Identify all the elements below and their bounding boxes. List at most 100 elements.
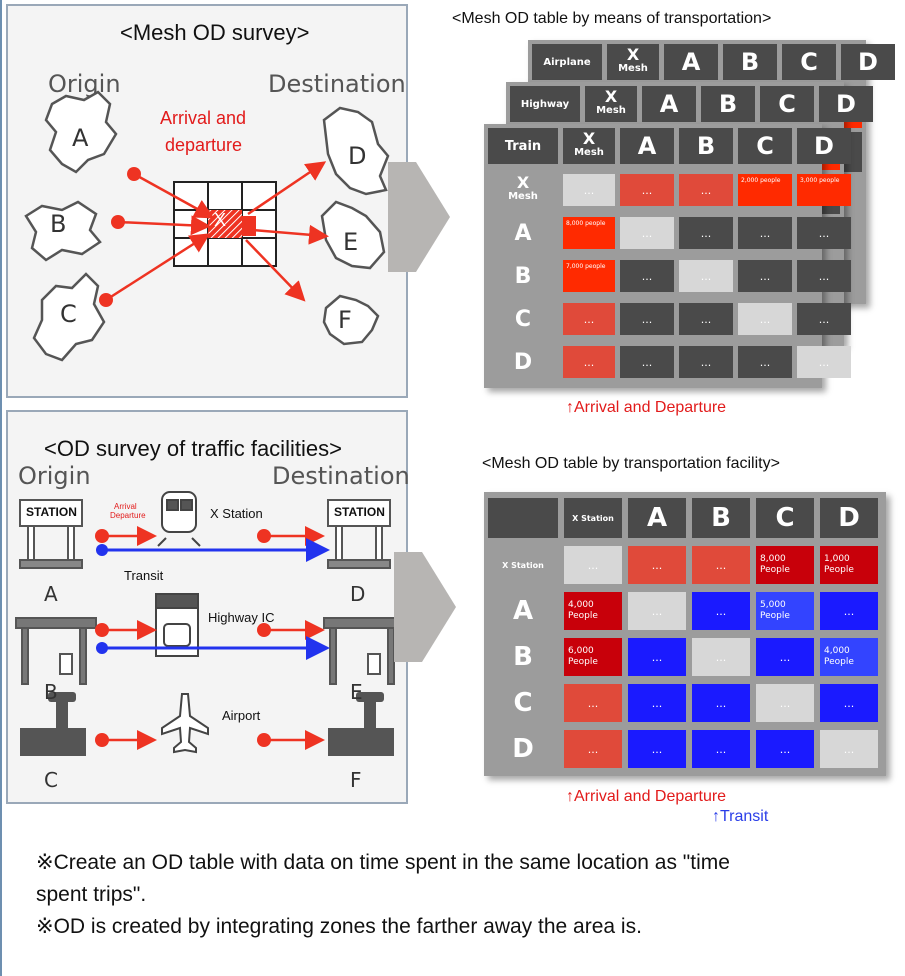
facility-cell: ... (628, 546, 686, 584)
zone-f-shape (322, 294, 380, 346)
facility-cell: ... (692, 546, 750, 584)
highway-ic-label: Highway IC (208, 610, 275, 625)
facility-cell: ... (692, 592, 750, 630)
mode-cell: ... (563, 303, 615, 335)
facility-cell: ... (628, 730, 686, 768)
facility-cell: 4,000 People (820, 638, 878, 676)
facility-cell: 8,000 People (756, 546, 814, 584)
facility-letter-a: A (44, 582, 58, 606)
mesh-survey-title: <Mesh OD survey> (120, 20, 310, 45)
zone-e-shape (320, 200, 386, 270)
facility-row-b: B (488, 638, 558, 676)
row-header-d: D (488, 342, 558, 382)
mode-cell: 3,000 people (797, 174, 851, 206)
facility-cell: ... (564, 730, 622, 768)
mode-cell: ... (620, 174, 674, 206)
mode-cell: ... (738, 260, 792, 292)
zone-f-letter: F (338, 306, 352, 334)
facility-cell: ... (820, 592, 878, 630)
mode-table-title: <Mesh OD table by means of transportatio… (452, 10, 772, 27)
airport-f-icon (328, 692, 394, 756)
facility-table-title: <Mesh OD table by transportation facilit… (482, 455, 780, 472)
zone-d-shape (322, 106, 390, 196)
mode-cell: ... (738, 346, 792, 378)
facility-row-d: D (488, 730, 558, 768)
facility-letter-d: D (350, 582, 366, 606)
note-line-2: spent trips". (36, 883, 147, 906)
zone-a-letter: A (72, 124, 89, 152)
mesh-arrival-label: Arrival and (160, 108, 247, 128)
station-a-icon (19, 499, 83, 569)
zone-c-shape (32, 272, 106, 362)
facility-cell: ... (820, 730, 878, 768)
mode-cell: ... (738, 217, 792, 249)
airport-label: Airport (222, 708, 261, 723)
facility-letter-b: B (44, 680, 58, 704)
col-header-d: D (797, 128, 851, 164)
zone-b-letter: B (50, 210, 67, 238)
mode-layer-label: Highway (510, 86, 580, 122)
mesh-col-x: X (582, 129, 596, 148)
mode-cell: ... (620, 346, 674, 378)
mesh-col-sub: Mesh (596, 105, 626, 116)
flow-chevron-top (388, 162, 450, 272)
small-arrival-label: Arrival (114, 502, 137, 511)
row-mesh-sub: Mesh (508, 191, 538, 202)
facility-row-a: A (488, 592, 558, 630)
col-header-c: C (760, 86, 814, 122)
facility-cell: ... (692, 684, 750, 722)
mesh-destination-label: Destination (268, 70, 406, 98)
col-header-d: D (819, 86, 873, 122)
highway-ic-left-icon (15, 617, 97, 685)
airplane-icon (161, 693, 209, 754)
airport-c-icon (20, 692, 86, 756)
row-mesh-x: X (516, 173, 530, 192)
mode-layer-label: Airplane (532, 44, 602, 80)
col-header-b: B (679, 128, 733, 164)
facility-corner-cell (488, 498, 558, 538)
mode-cell: ... (679, 260, 733, 292)
facility-col-b: B (692, 498, 750, 538)
facility-cell: ... (820, 684, 878, 722)
highway-ic-right-icon (323, 617, 404, 685)
mode-cell: ... (797, 346, 851, 378)
mesh-col-sub: Mesh (574, 147, 604, 158)
mode-cell: 2,000 people (738, 174, 792, 206)
facility-survey-diagram (15, 491, 404, 756)
facility-cell: ... (628, 592, 686, 630)
facility-letter-f: F (350, 768, 362, 792)
facility-cell: ... (756, 684, 814, 722)
facility-cell: ... (564, 546, 622, 584)
mode-cell: ... (679, 346, 733, 378)
page-left-border (0, 0, 2, 976)
mesh-origin-label: Origin (48, 70, 121, 98)
facility-letter-c: C (44, 768, 58, 792)
facility-cell: 4,000 People (564, 592, 622, 630)
station-sign-d: STATION (334, 505, 385, 519)
mode-cell: ... (679, 303, 733, 335)
mesh-x-label: X (214, 210, 227, 230)
mode-table-caption: ↑Arrival and Departure (566, 399, 727, 416)
train-icon (157, 491, 201, 547)
mode-cell: ... (797, 260, 851, 292)
mesh-survey-diagram (24, 90, 390, 362)
mode-cell: ... (620, 303, 674, 335)
facility-caption-transit: ↑Transit (712, 808, 769, 825)
facility-cell: ... (692, 638, 750, 676)
mode-cell: ... (620, 217, 674, 249)
facility-destination-label: Destination (272, 462, 410, 490)
col-header-c: C (782, 44, 836, 80)
mode-cell: ... (563, 346, 615, 378)
facility-cell: 1,000 People (820, 546, 878, 584)
row-header-a: A (488, 213, 558, 253)
facility-cell: ... (628, 638, 686, 676)
zone-e-letter: E (343, 228, 359, 256)
facility-cell: 6,000 People (564, 638, 622, 676)
mode-cell: ... (563, 174, 615, 206)
col-header-a: A (620, 128, 674, 164)
facility-cell: 5,000 People (756, 592, 814, 630)
facility-cell: ... (756, 638, 814, 676)
